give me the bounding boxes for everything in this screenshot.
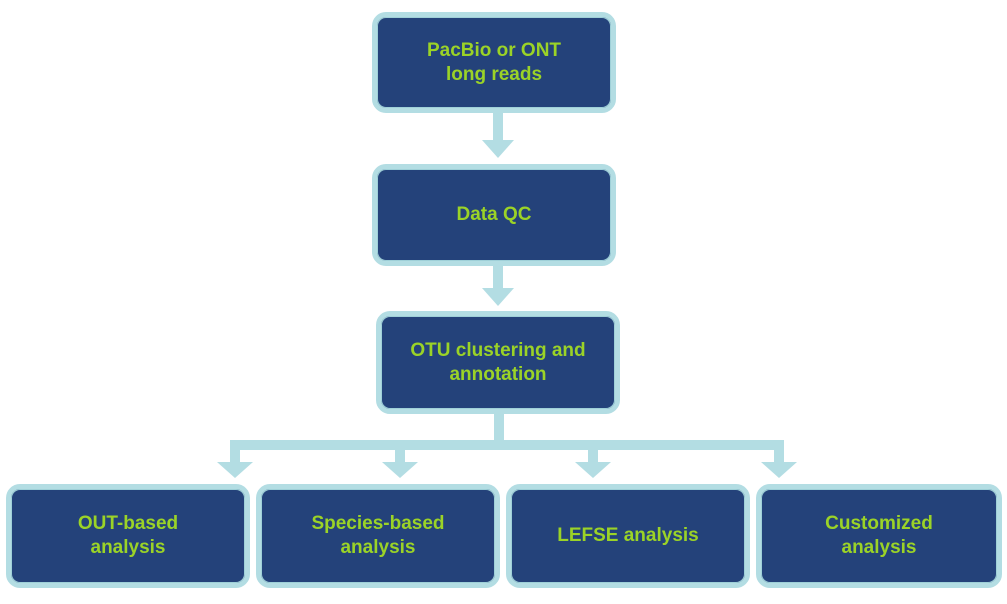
- branch-bar: [230, 440, 784, 450]
- node-customized-line2: analysis: [841, 537, 917, 558]
- node-customized-analysis: Customized analysis: [756, 484, 1002, 588]
- branch-trunk: [494, 412, 504, 448]
- node-lefse-label: LEFSE analysis: [557, 525, 699, 546]
- node-lefse-analysis: LEFSE analysis: [506, 484, 750, 588]
- arrowhead-customized: [761, 462, 797, 478]
- node-otu-clustering-line1: OTU clustering and: [410, 339, 586, 361]
- arrow-reads-to-qc: [493, 110, 503, 142]
- branch-drop-2: [395, 440, 405, 464]
- node-long-reads-line2: long reads: [445, 63, 543, 85]
- arrowhead-reads-to-qc: [482, 140, 514, 158]
- node-otu-clustering-line2: annotation: [449, 363, 547, 385]
- node-long-reads-line1: PacBio or ONT: [426, 39, 562, 61]
- node-otu-clustering: OTU clustering and annotation: [376, 311, 620, 414]
- node-species-based-analysis: Species-based analysis: [256, 484, 500, 588]
- node-species-based-line2: analysis: [340, 537, 416, 558]
- branch-drop-1: [230, 440, 240, 464]
- arrowhead-qc-to-otu: [482, 288, 514, 306]
- arrowhead-species-based: [382, 462, 418, 478]
- node-data-qc-label: Data QC: [456, 204, 532, 225]
- arrowhead-lefse: [575, 462, 611, 478]
- node-data-qc: Data QC: [372, 164, 616, 266]
- node-species-based-line1: Species-based: [311, 513, 445, 534]
- arrowhead-out-based: [217, 462, 253, 478]
- node-out-based-line1: OUT-based: [77, 513, 179, 534]
- branch-drop-3: [588, 440, 598, 464]
- node-out-based-line2: analysis: [90, 537, 166, 558]
- arrow-qc-to-otu: [493, 264, 503, 290]
- branch-drop-4: [774, 440, 784, 464]
- node-out-based-analysis: OUT-based analysis: [6, 484, 250, 588]
- node-customized-line1: Customized: [825, 513, 933, 534]
- node-long-reads: PacBio or ONT long reads: [372, 12, 616, 113]
